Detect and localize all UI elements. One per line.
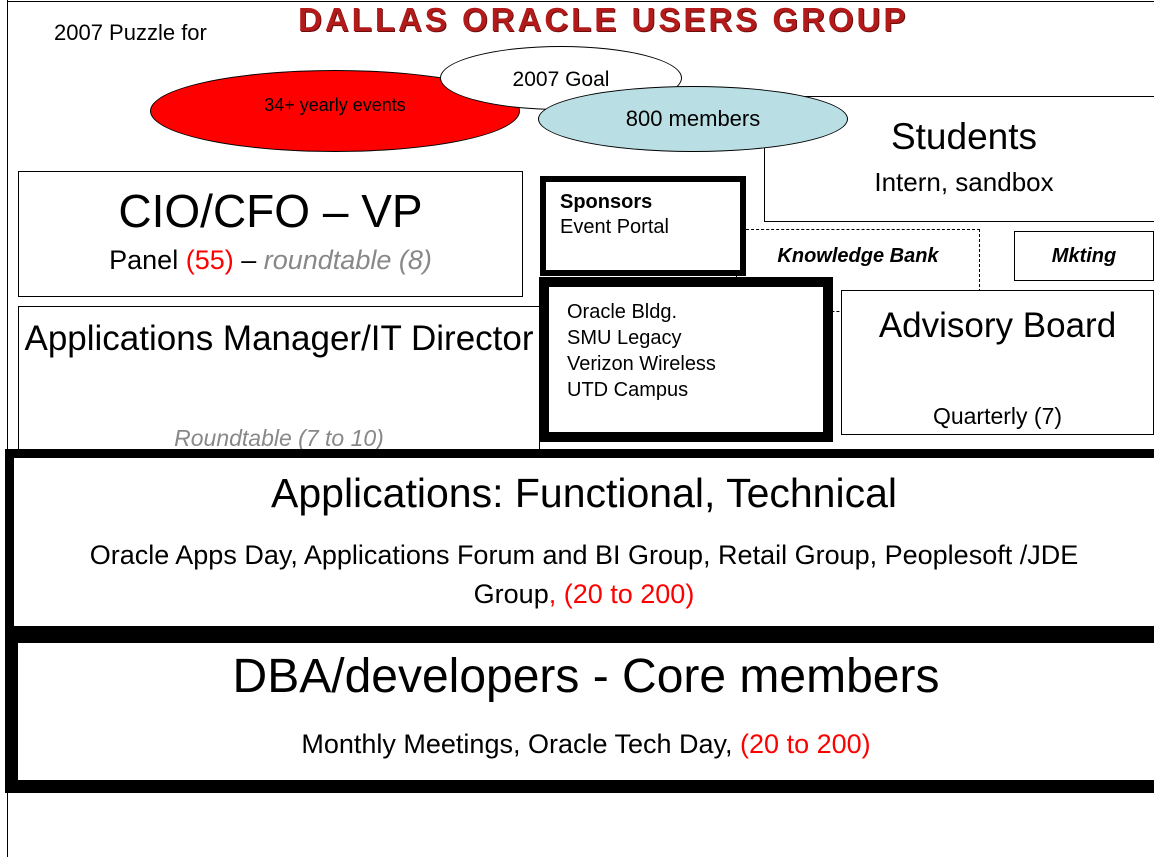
dba-developers-box: DBA/developers - Core members Monthly Me… [5, 630, 1154, 793]
students-title: Students [890, 116, 1038, 157]
applications-manager-title: Applications Manager/IT Director [24, 319, 534, 358]
applications-groups: Oracle Apps Day, Applications Forum and … [89, 540, 1079, 609]
applications-box: Applications: Functional, Technical Orac… [5, 449, 1154, 635]
applications-title: Applications: Functional, Technical [271, 470, 897, 516]
dba-count: (20 to 200) [740, 729, 871, 759]
venue-item: Oracle Bldg. [567, 301, 678, 323]
cio-cfo-title: CIO/CFO – VP [118, 185, 423, 237]
cio-cfo-subtitle: Panel (55) – roundtable (8) [19, 244, 522, 276]
sponsors-subtitle: Event Portal [560, 216, 669, 238]
panel-count: (55) [185, 245, 234, 275]
events-label: 34+ yearly events [264, 95, 406, 115]
applications-subtitle: Oracle Apps Day, Applications Forum and … [74, 536, 1094, 614]
members-ellipse: 800 members [538, 86, 848, 152]
sponsors-title: Sponsors [560, 191, 653, 213]
puzzle-title: 2007 Puzzle for [54, 20, 207, 45]
venue-item: Verizon Wireless [567, 353, 716, 375]
advisory-board-box: Advisory Board Quarterly (7) [841, 290, 1154, 435]
sponsors-box: Sponsors Event Portal [540, 176, 746, 276]
venue-item: UTD Campus [567, 379, 689, 401]
dba-events: Monthly Meetings, Oracle Tech Day, [301, 729, 741, 759]
students-subtitle: Intern, sandbox [874, 167, 1054, 197]
roundtable-count: roundtable (8) [263, 245, 432, 275]
dash-separator: – [233, 245, 264, 275]
applications-count: , (20 to 200) [548, 579, 695, 609]
knowledge-bank-label: Knowledge Bank [777, 245, 939, 267]
dba-developers-subtitle: Monthly Meetings, Oracle Tech Day, (20 t… [18, 728, 1154, 760]
panel-label: Panel [109, 245, 186, 275]
applications-manager-box: Applications Manager/IT Director Roundta… [18, 306, 540, 461]
marketing-box: Mkting [1014, 231, 1154, 281]
venue-item: SMU Legacy [567, 327, 682, 349]
dallas-oracle-users-group-banner: DALLAS ORACLE USERS GROUP [298, 1, 909, 38]
applications-manager-subtitle: Roundtable (7 to 10) [174, 425, 384, 451]
top-rule [7, 1, 1154, 2]
advisory-board-title: Advisory Board [878, 306, 1117, 345]
members-label: 800 members [625, 106, 761, 131]
page-edge-line [7, 0, 8, 857]
marketing-label: Mkting [1051, 245, 1117, 267]
goal-label: 2007 Goal [512, 68, 610, 91]
venues-box: Oracle Bldg. SMU Legacy Verizon Wireless… [539, 277, 833, 442]
dba-developers-title: DBA/developers - Core members [232, 650, 940, 703]
advisory-board-subtitle: Quarterly (7) [932, 403, 1063, 429]
cio-cfo-box: CIO/CFO – VP Panel (55) – roundtable (8) [18, 171, 523, 297]
